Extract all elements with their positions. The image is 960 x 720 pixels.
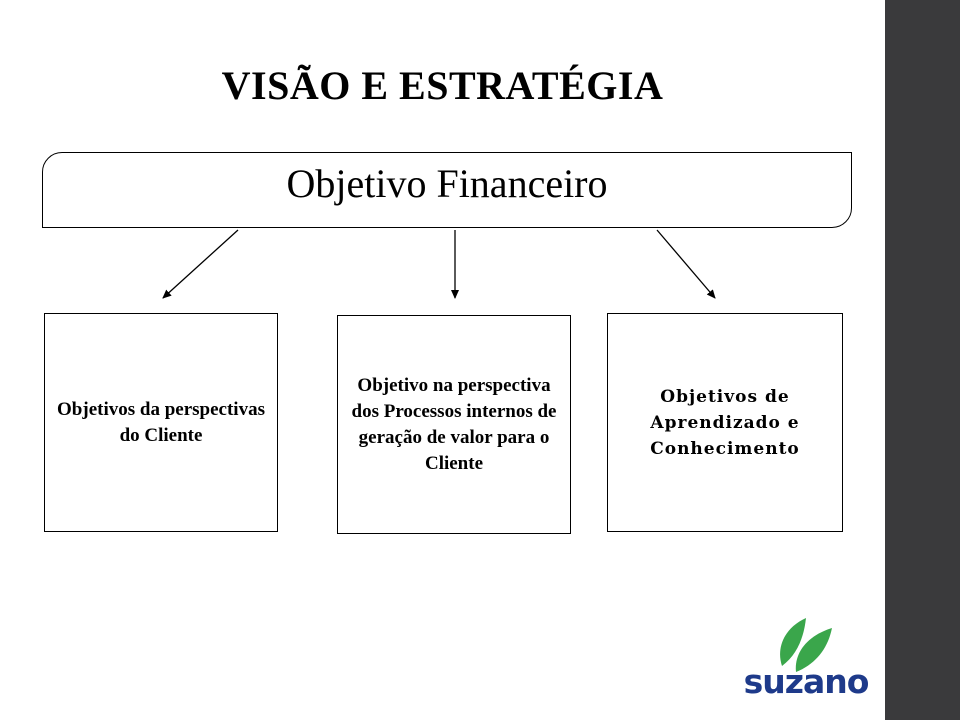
objetivo-financeiro-box bbox=[42, 152, 852, 228]
connector-arrows bbox=[162, 229, 716, 299]
aprendizado-label: Objetivos de Aprendizado e Conhecimento bbox=[650, 386, 800, 459]
cliente-objectives-label: Objetivos da perspectivas do Cliente bbox=[57, 398, 265, 446]
arrow-left bbox=[162, 229, 239, 299]
cliente-objectives-box: Objetivos da perspectivas do Cliente bbox=[44, 313, 278, 532]
right-sidebar-band bbox=[885, 0, 960, 720]
objetivo-financeiro-label: Objetivo Financeiro bbox=[286, 161, 608, 206]
arrow-right bbox=[656, 229, 716, 299]
aprendizado-box: Objetivos de Aprendizado e Conhecimento bbox=[607, 313, 843, 532]
suzano-leaf-icon bbox=[780, 618, 832, 672]
page-title: VISÃO E ESTRATÉGIA bbox=[221, 63, 664, 108]
processos-internos-label: Objetivo na perspectiva dos Processos in… bbox=[351, 374, 557, 474]
suzano-logo-text: suzano bbox=[743, 662, 870, 701]
processos-internos-box: Objetivo na perspectiva dos Processos in… bbox=[337, 315, 571, 534]
